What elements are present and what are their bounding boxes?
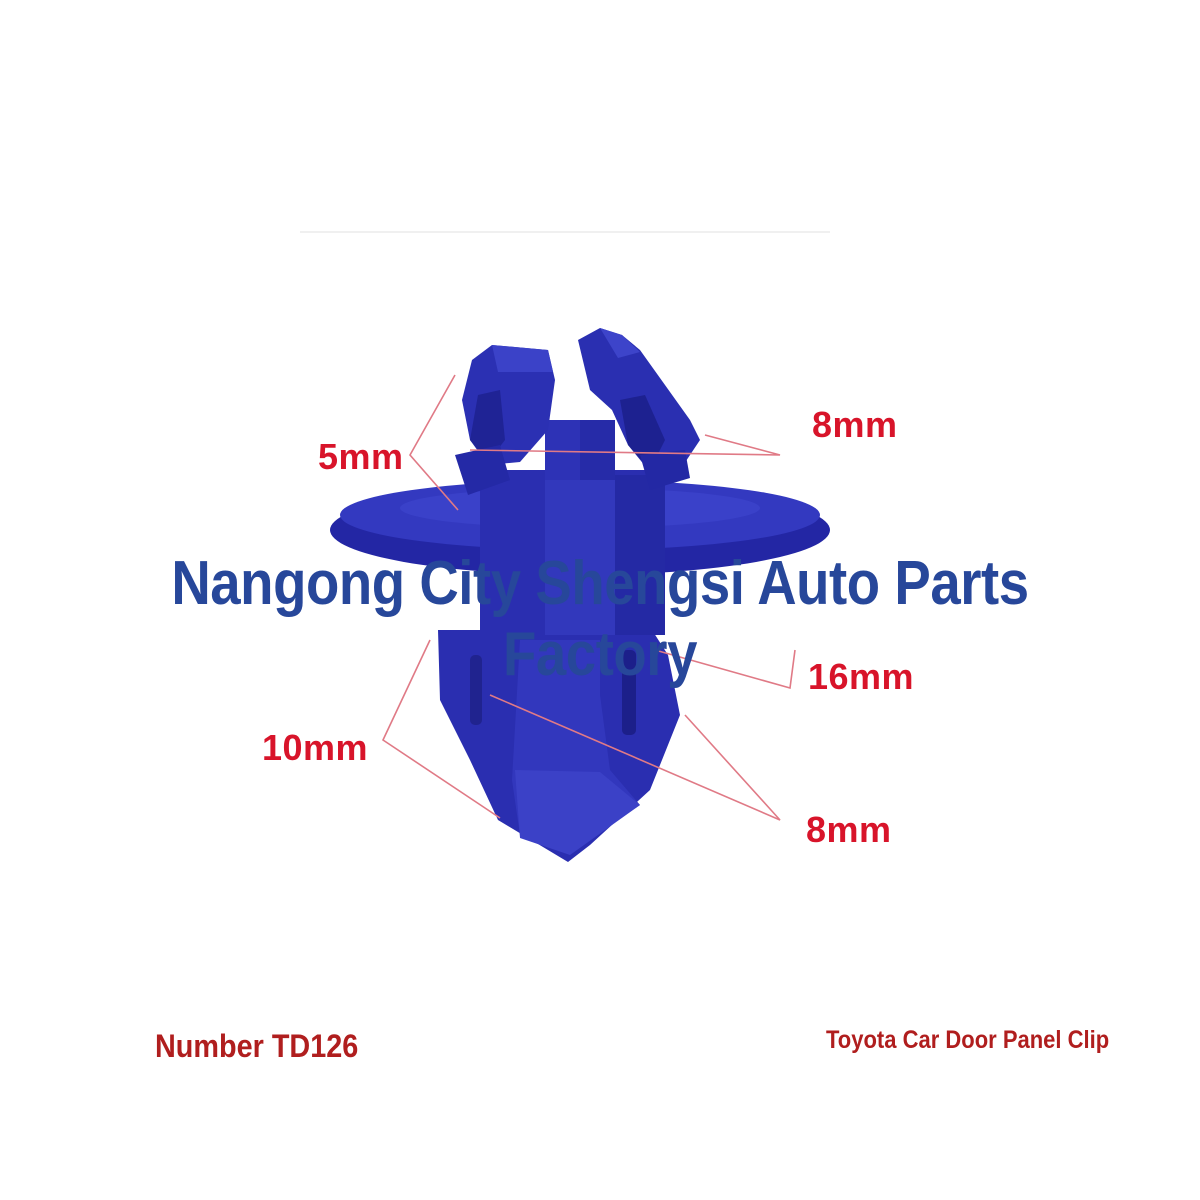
leader-line-bottom-right — [489, 694, 781, 821]
dimension-label-middle-right: 16mm — [808, 656, 915, 697]
dimension-label-bottom-left: 10mm — [262, 727, 369, 768]
watermark: Nangong City Shengsi Auto Parts Factory — [171, 549, 1029, 689]
door-panel-clip — [330, 328, 830, 862]
dimension-label-bottom-right: 8mm — [806, 809, 892, 850]
leader-line-middle-right — [654, 649, 796, 690]
clip-center-column — [480, 420, 665, 635]
clip-left-arm — [455, 345, 555, 495]
leader-line-bottom-left — [381, 639, 501, 819]
clip-right-arm — [578, 328, 700, 490]
product-caption: Toyota Car Door Panel Clip — [826, 1026, 1110, 1054]
leader-lines — [381, 374, 796, 821]
part-number: Number TD126 — [155, 1028, 359, 1064]
clip-lower-body — [438, 630, 680, 862]
dimension-label-top-left: 5mm — [318, 436, 404, 477]
leader-line-top-right — [469, 434, 781, 456]
leader-line-top-left — [409, 374, 459, 511]
dimension-label-top-right: 8mm — [812, 404, 898, 445]
